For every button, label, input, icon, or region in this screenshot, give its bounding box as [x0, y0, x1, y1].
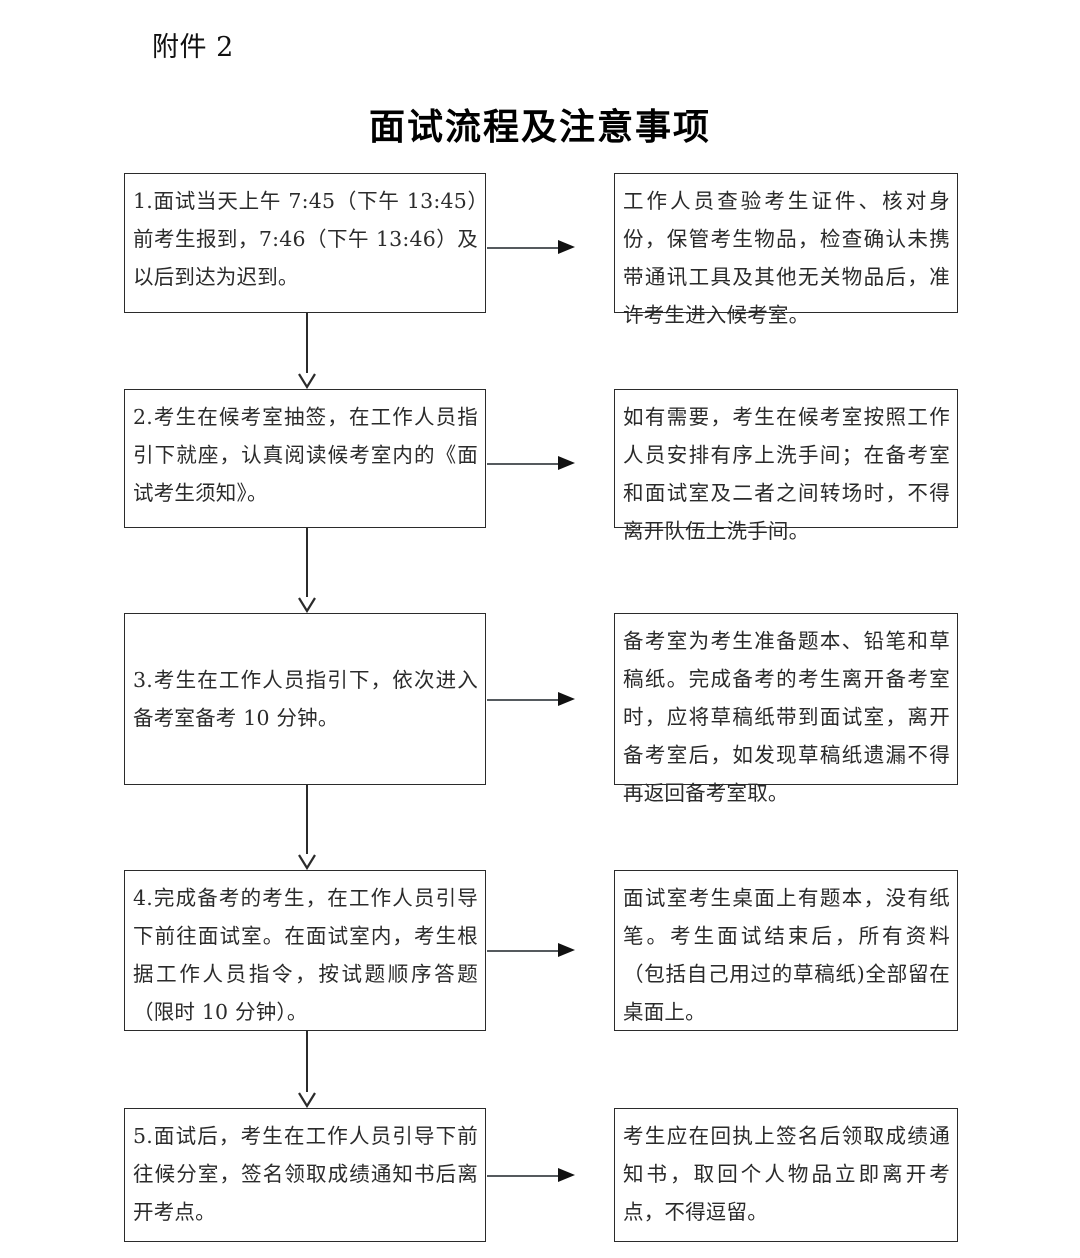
flow-node-step-3-text: 3.考生在工作人员指引下，依次进入备考室备考 10 分钟。 [133, 668, 478, 730]
flow-node-step-3[interactable]: 3.考生在工作人员指引下，依次进入备考室备考 10 分钟。 [124, 613, 486, 785]
connector-step3-to-step4 [306, 785, 308, 854]
flow-node-note-5-text: 考生应在回执上签名后领取成绩通知书，取回个人物品立即离开考点，不得逗留。 [623, 1124, 950, 1224]
connector-step2-to-step3 [306, 528, 308, 597]
flow-node-step-4[interactable]: 4.完成备考的考生，在工作人员引导下前往面试室。在面试室内，考生根据工作人员指令… [124, 870, 486, 1031]
connector-step4-to-note4 [487, 950, 560, 952]
flow-node-note-2-text: 如有需要，考生在候考室按照工作人员安排有序上洗手间；在备考室和面试室及二者之间转… [623, 405, 950, 543]
connector-step1-to-step2 [306, 313, 308, 373]
arrowhead-down-4 [297, 1092, 317, 1108]
page-title: 面试流程及注意事项 [368, 106, 711, 148]
flow-node-note-5[interactable]: 考生应在回执上签名后领取成绩通知书，取回个人物品立即离开考点，不得逗留。 [614, 1108, 958, 1242]
flow-node-note-2[interactable]: 如有需要，考生在候考室按照工作人员安排有序上洗手间；在备考室和面试室及二者之间转… [614, 389, 958, 543]
flow-node-step-1[interactable]: 1.面试当天上午 7:45（下午 13:45）前考生报到，7:46（下午 13:… [124, 173, 486, 313]
flow-node-note-4-text: 面试室考生桌面上有题本，没有纸笔。考生面试结束后，所有资料（包括自己用过的草稿纸… [623, 886, 950, 1024]
connector-step5-to-note5 [487, 1175, 560, 1177]
arrowhead-down-1 [297, 373, 317, 389]
arrowhead-down-3 [297, 854, 317, 870]
flow-node-step-2-text: 2.考生在候考室抽签，在工作人员指引下就座，认真阅读候考室内的《面试考生须知》。 [133, 405, 478, 505]
flow-node-note-3[interactable]: 备考室为考生准备题本、铅笔和草稿纸。完成备考的考生离开备考室时，应将草稿纸带到面… [614, 613, 958, 805]
connector-step4-to-step5 [306, 1031, 308, 1092]
arrowhead-right-2 [558, 455, 575, 471]
flow-node-step-5-text: 5.面试后，考生在工作人员引导下前往候分室，签名领取成绩通知书后离开考点。 [133, 1124, 478, 1224]
attachment-label: 附件 2 [152, 32, 234, 63]
connector-step3-to-note3 [487, 699, 560, 701]
flow-node-note-4[interactable]: 面试室考生桌面上有题本，没有纸笔。考生面试结束后，所有资料（包括自己用过的草稿纸… [614, 870, 958, 1031]
flow-node-step-4-text: 4.完成备考的考生，在工作人员引导下前往面试室。在面试室内，考生根据工作人员指令… [133, 886, 478, 1024]
connector-step1-to-note1 [487, 247, 560, 249]
flow-node-note-3-text: 备考室为考生准备题本、铅笔和草稿纸。完成备考的考生离开备考室时，应将草稿纸带到面… [623, 629, 950, 805]
connector-step2-to-note2 [487, 463, 560, 465]
arrowhead-right-4 [558, 942, 575, 958]
flow-node-note-1-text: 工作人员查验考生证件、核对身份，保管考生物品，检查确认未携带通讯工具及其他无关物… [623, 189, 950, 327]
arrowhead-down-2 [297, 597, 317, 613]
arrowhead-right-1 [558, 239, 575, 255]
arrowhead-right-5 [558, 1167, 575, 1183]
flow-node-step-5[interactable]: 5.面试后，考生在工作人员引导下前往候分室，签名领取成绩通知书后离开考点。 [124, 1108, 486, 1242]
arrowhead-right-3 [558, 691, 575, 707]
flow-node-step-1-text: 1.面试当天上午 7:45（下午 13:45）前考生报到，7:46（下午 13:… [133, 189, 478, 289]
flow-node-note-1[interactable]: 工作人员查验考生证件、核对身份，保管考生物品，检查确认未携带通讯工具及其他无关物… [614, 173, 958, 327]
flow-node-step-2[interactable]: 2.考生在候考室抽签，在工作人员指引下就座，认真阅读候考室内的《面试考生须知》。 [124, 389, 486, 528]
